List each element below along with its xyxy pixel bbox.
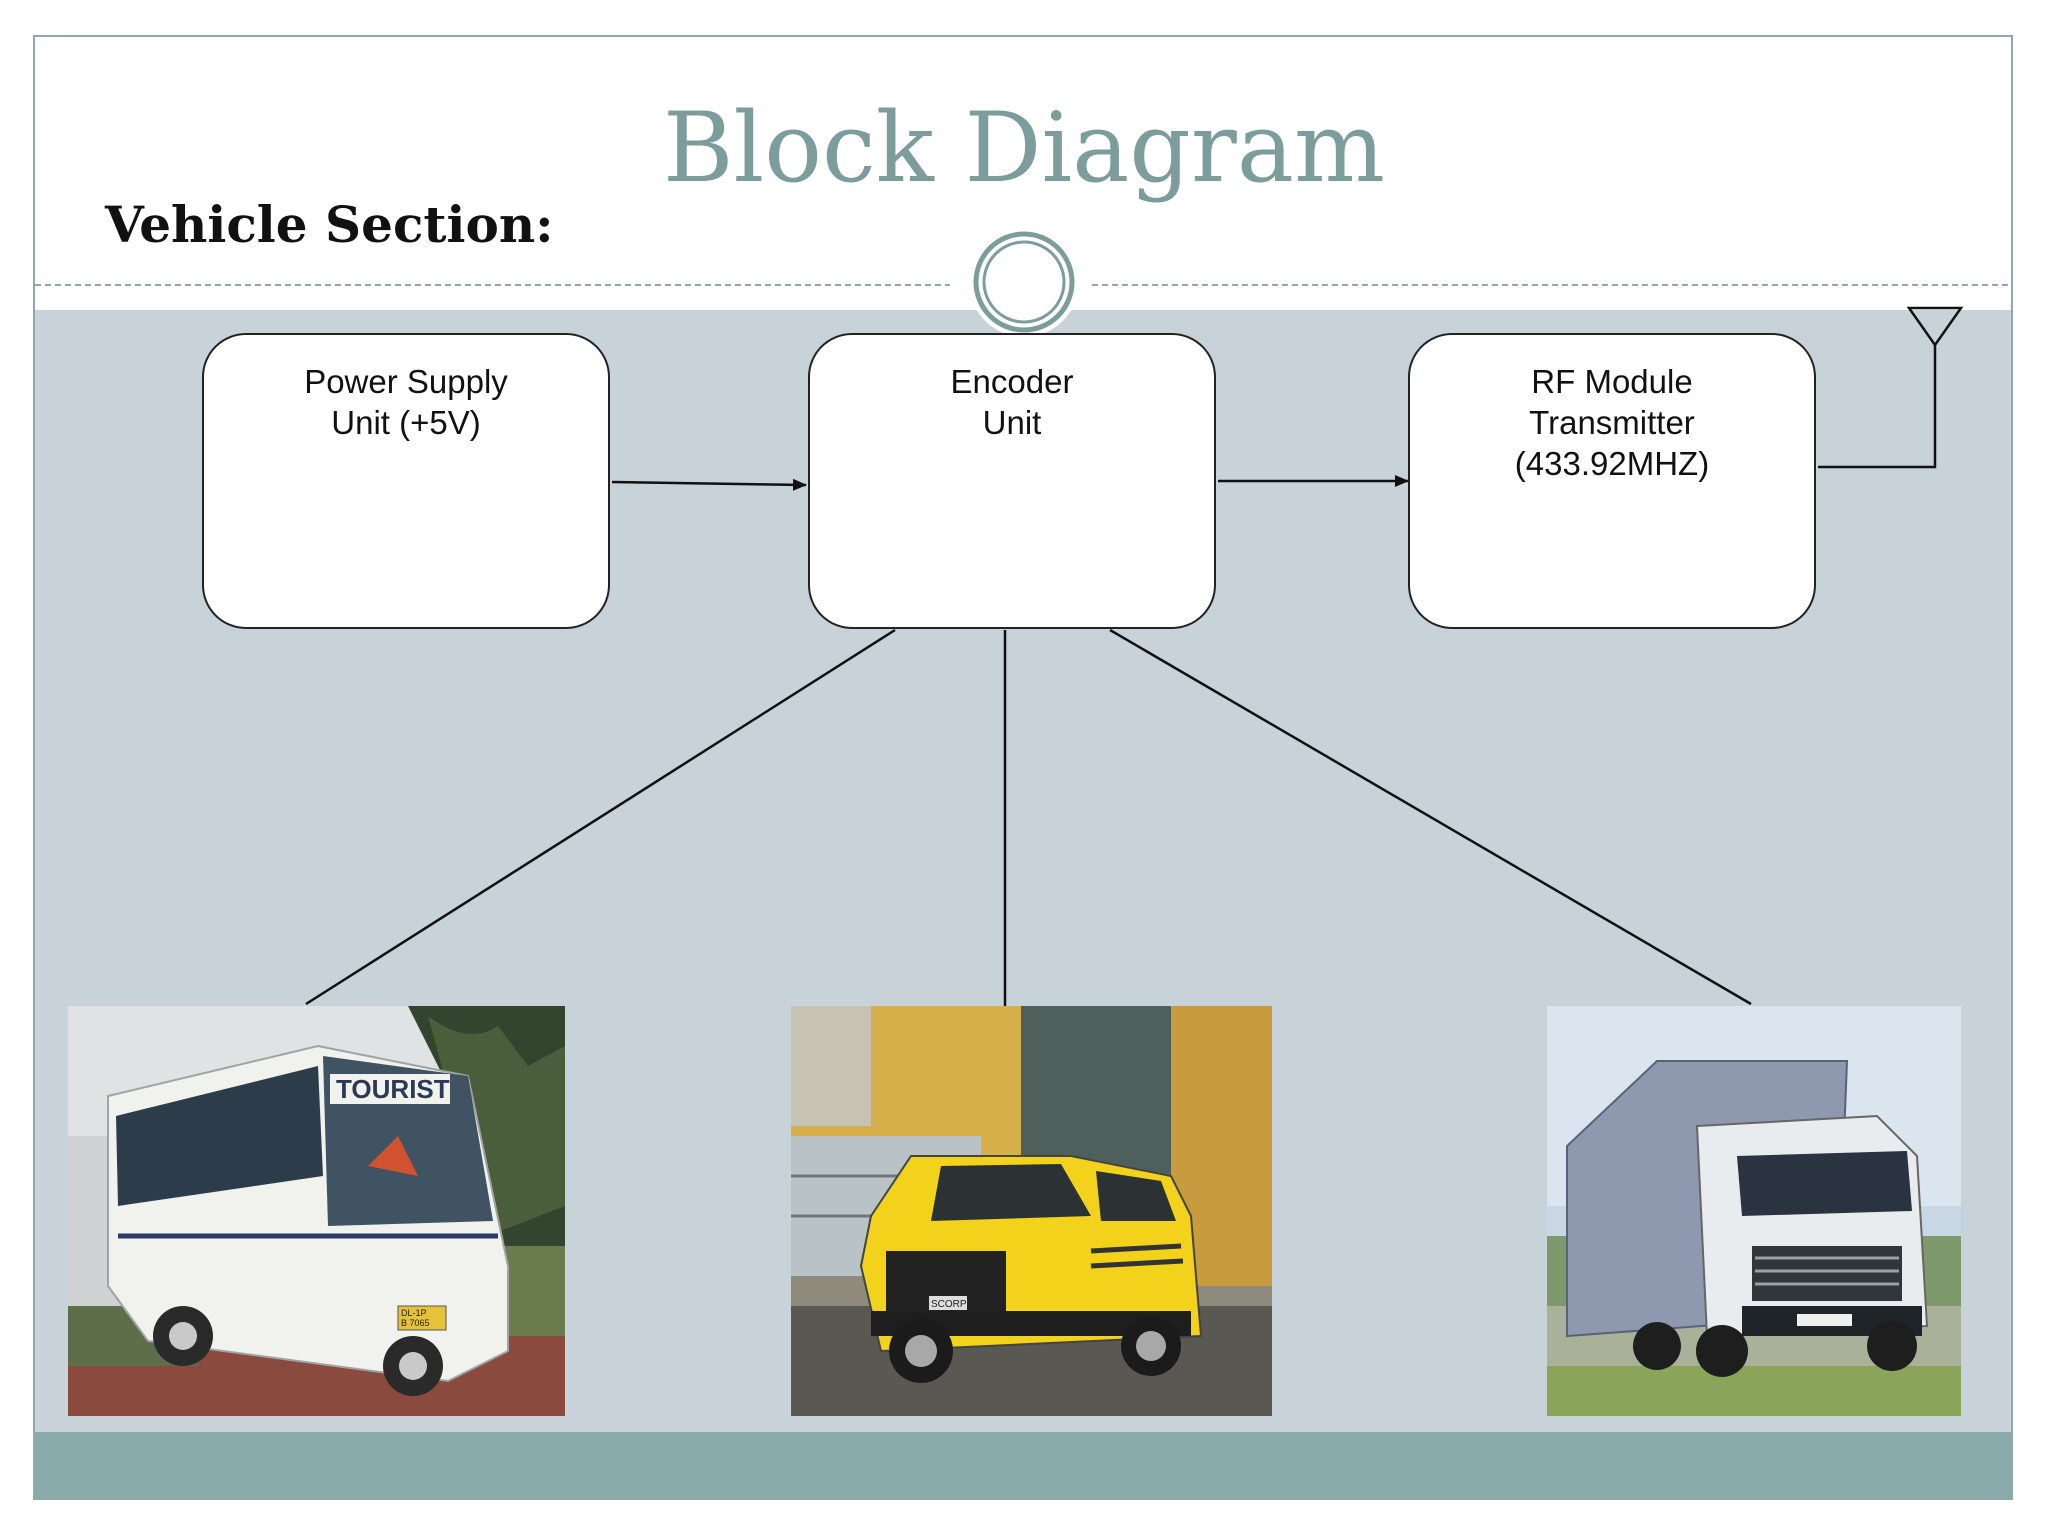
block-rf-module: RF Module Transmitter (433.92MHZ) (1408, 333, 1816, 629)
block-power-supply: Power Supply Unit (+5V) (202, 333, 610, 629)
slide-title: Block Diagram (662, 92, 1385, 204)
suv-photo: SCORPIO (791, 1006, 1272, 1416)
suv-badge-text: SCORPIO (931, 1299, 977, 1310)
truck-photo (1547, 1006, 1961, 1416)
block-rf-module-label: RF Module Transmitter (433.92MHZ) (1514, 363, 1710, 482)
block-encoder: Encoder Unit (808, 333, 1216, 629)
bus-sign-text: TOURIST (336, 1074, 450, 1104)
footer-bar (35, 1432, 2011, 1498)
antenna-icon (1906, 306, 1964, 348)
block-power-supply-label: Power Supply Unit (+5V) (304, 363, 508, 441)
connector-encoder-to-truck (1109, 628, 1752, 1006)
section-heading: Vehicle Section: (105, 195, 554, 254)
title-ornament-inner (982, 240, 1066, 324)
arrow-power-to-encoder (611, 478, 807, 491)
block-encoder-label: Encoder Unit (950, 363, 1074, 441)
connector-encoder-to-bus (305, 628, 896, 1006)
antenna-feed-line (1818, 345, 1937, 469)
